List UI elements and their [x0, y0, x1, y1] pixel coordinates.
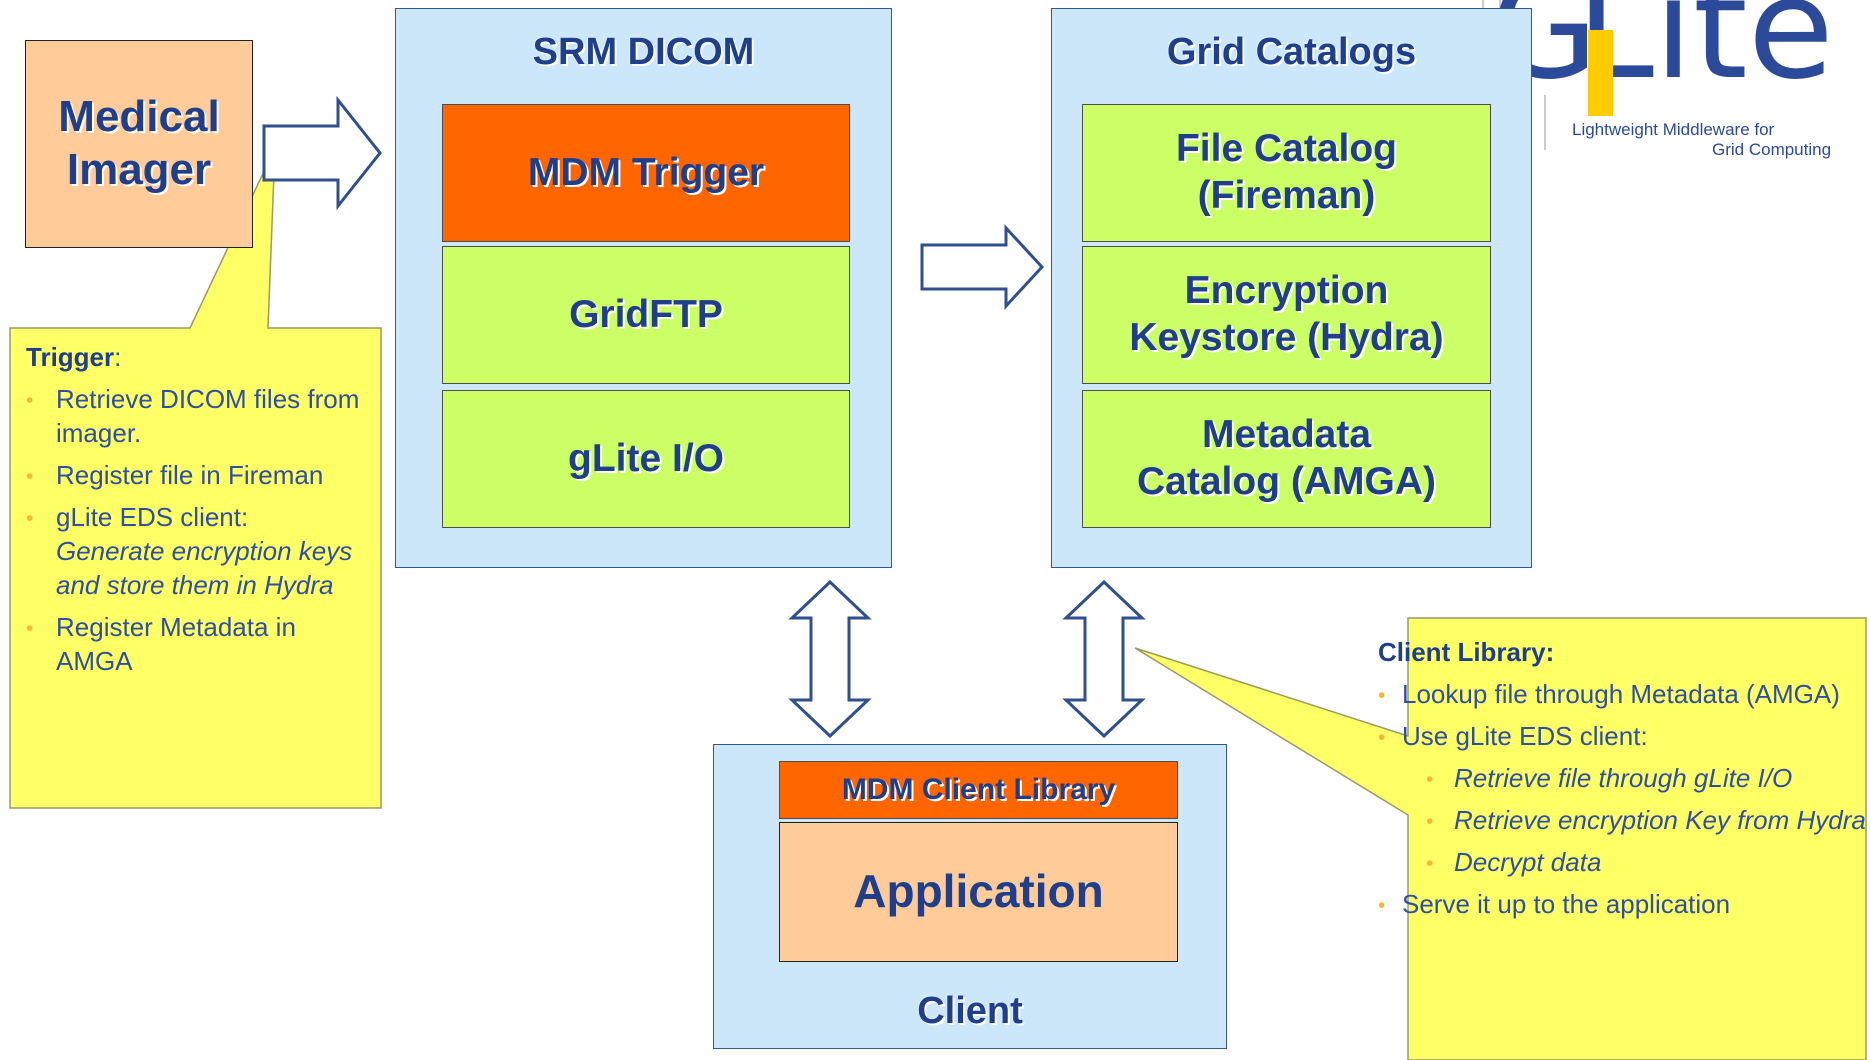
client-item: Serve it up to the application — [1378, 887, 1870, 923]
client-note: Client Library: Lookup file through Meta… — [1378, 635, 1870, 923]
glite-logo: G Lite Lightweight Middleware for Grid C… — [1490, 0, 1870, 160]
trigger-item-italic-text: Generate encryption keys and store them … — [56, 536, 353, 600]
logo-tagline-2: Grid Computing — [1712, 140, 1832, 159]
trigger-item: gLite EDS client: Generate encryption ke… — [26, 500, 371, 602]
mdm-client-library: MDM Client Library — [779, 761, 1178, 819]
trigger-item: Retrieve DICOM files from imager. — [26, 382, 371, 450]
arrow-imager-to-srm — [262, 95, 382, 211]
trigger-item-text: gLite EDS client: — [56, 502, 249, 532]
trigger-note-list: Retrieve DICOM files from imager. Regist… — [26, 382, 371, 678]
catalog-metadata-amga: Metadata Catalog (AMGA) — [1082, 390, 1491, 528]
logo-tagline-1: Lightweight Middleware for — [1572, 120, 1775, 139]
client-item-text: Serve it up to the application — [1402, 889, 1731, 919]
trigger-note: Trigger: Retrieve DICOM files from image… — [26, 340, 371, 678]
client-sub-item-text: Retrieve file through gLite I/O — [1454, 763, 1793, 793]
trigger-item: Register file in Fireman — [26, 458, 371, 494]
trigger-heading-text: Trigger — [26, 342, 115, 372]
logo-lite: Lite — [1576, 0, 1834, 111]
arrow-srm-to-catalogs — [920, 224, 1045, 310]
trigger-note-heading: Trigger: — [26, 340, 371, 374]
client-note-list: Lookup file through Metadata (AMGA) Use … — [1378, 677, 1870, 923]
medical-imager-label: Medical Imager — [58, 92, 220, 194]
arrow-srm-client — [788, 579, 872, 739]
trigger-item-text: Register file in Fireman — [56, 460, 324, 490]
application-box: Application — [779, 822, 1178, 962]
client-title: Client — [917, 990, 1023, 1032]
client-sub-item-text: Retrieve encryption Key from Hydra — [1454, 805, 1866, 835]
client-item-text: Use gLite EDS client: — [1402, 721, 1648, 751]
grid-catalogs-title: Grid Catalogs — [1166, 31, 1417, 73]
arrow-catalogs-client — [1062, 579, 1146, 739]
trigger-item-text: Retrieve DICOM files from imager. — [56, 384, 360, 448]
client-sub-item: Decrypt data — [1402, 845, 1870, 881]
trigger-item: Register Metadata in AMGA — [26, 610, 371, 678]
catalog-encryption-keystore: Encryption Keystore (Hydra) — [1082, 246, 1491, 384]
client-note-heading: Client Library: — [1378, 637, 1555, 667]
trigger-item-text: Register Metadata in AMGA — [56, 612, 296, 676]
medical-imager: Medical Imager — [25, 40, 253, 248]
logo-lite-text: Lite — [1576, 0, 1834, 111]
client-item: Use gLite EDS client: Retrieve file thro… — [1378, 719, 1870, 881]
client-sub-item: Retrieve encryption Key from Hydra — [1402, 803, 1870, 839]
logo-accent-bar — [1588, 30, 1613, 116]
client-item-text: Lookup file through Metadata (AMGA) — [1402, 679, 1840, 709]
client-item: Lookup file through Metadata (AMGA) — [1378, 677, 1870, 713]
srm-layer-glite-io: gLite I/O — [442, 390, 850, 528]
srm-dicom-title: SRM DICOM — [532, 31, 755, 73]
trigger-item-italic: Generate encryption keys and store them … — [56, 534, 371, 602]
client-sub-list: Retrieve file through gLite I/O Retrieve… — [1402, 761, 1870, 881]
client-sub-item: Retrieve file through gLite I/O — [1402, 761, 1870, 797]
catalog-file-fireman: File Catalog (Fireman) — [1082, 104, 1491, 242]
srm-layer-gridftp: GridFTP — [442, 246, 850, 384]
srm-layer-mdm-trigger: MDM Trigger — [442, 104, 850, 242]
client-sub-item-text: Decrypt data — [1454, 847, 1602, 877]
trigger-heading-colon: : — [114, 342, 122, 372]
